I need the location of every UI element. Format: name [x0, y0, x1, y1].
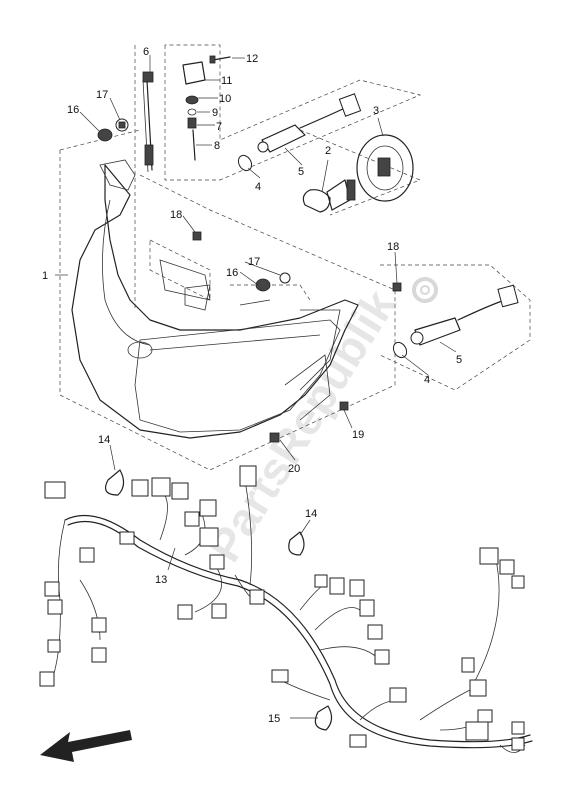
gear-icon [412, 277, 438, 303]
screw-17-lower [279, 272, 291, 284]
callout-2: 2 [325, 145, 331, 157]
clamp-15 [314, 705, 333, 731]
adjuster-cable [142, 71, 154, 173]
callout-12: 12 [246, 53, 258, 65]
direction-arrow-icon [40, 730, 132, 762]
callout-20: 20 [288, 463, 300, 475]
callout-9: 9 [212, 107, 218, 119]
callout-17-upper: 17 [96, 89, 108, 101]
callout-14-right: 14 [305, 508, 317, 520]
screw-19 [339, 401, 349, 411]
callout-19: 19 [352, 429, 364, 441]
position-bulb-upper [237, 154, 253, 172]
wire-harness [51, 479, 533, 753]
assembly-frames [59, 44, 531, 471]
harness-connectors [39, 465, 525, 751]
clamp-14-right [288, 531, 305, 556]
nut-10 [185, 95, 199, 105]
callout-15: 15 [268, 713, 280, 725]
screw-18-lower [392, 282, 402, 292]
shaft-8 [192, 129, 196, 161]
callout-5-upper: 5 [298, 166, 304, 178]
headlight-housing [71, 159, 359, 439]
callout-18-lower: 18 [387, 241, 399, 253]
screw-18-upper [192, 231, 202, 241]
watermark: PartsRepublik [198, 280, 406, 570]
callout-17-lower: 17 [248, 256, 260, 268]
grommet-16-upper [97, 128, 113, 142]
leader-lines [55, 55, 457, 719]
callout-14-left: 14 [98, 434, 110, 446]
screw-17-upper [115, 118, 129, 132]
callout-4-upper: 4 [255, 181, 261, 193]
nut-20 [269, 432, 280, 443]
callout-1: 1 [42, 270, 48, 282]
socket-cord-lower [410, 284, 519, 346]
callout-16-lower: 16 [226, 267, 238, 279]
callout-5-lower: 5 [456, 354, 462, 366]
knob [182, 61, 206, 85]
callout-16-upper: 16 [67, 104, 79, 116]
callout-8: 8 [214, 140, 220, 152]
callout-7: 7 [216, 121, 222, 133]
callout-6: 6 [143, 46, 149, 58]
callout-10: 10 [219, 93, 231, 105]
callout-13: 13 [155, 574, 167, 586]
screw-12 [209, 55, 231, 64]
socket-cord-upper [257, 93, 362, 153]
grommet-16-lower [255, 278, 271, 292]
callout-3: 3 [373, 105, 379, 117]
headlight-bulb [302, 179, 356, 213]
callout-labels: 1 2 3 4 4 5 5 6 7 8 9 10 11 12 13 14 14 … [42, 46, 462, 725]
bulb-cover [356, 134, 414, 202]
callout-11: 11 [221, 75, 232, 87]
clamp-14-left [105, 469, 125, 496]
callout-18-upper: 18 [170, 209, 182, 221]
bolt-7 [187, 117, 197, 129]
position-bulb-lower [392, 341, 408, 359]
watermark-text: PartsRepublik [198, 280, 406, 570]
callout-4-lower: 4 [424, 374, 430, 386]
washer-9 [187, 108, 197, 116]
